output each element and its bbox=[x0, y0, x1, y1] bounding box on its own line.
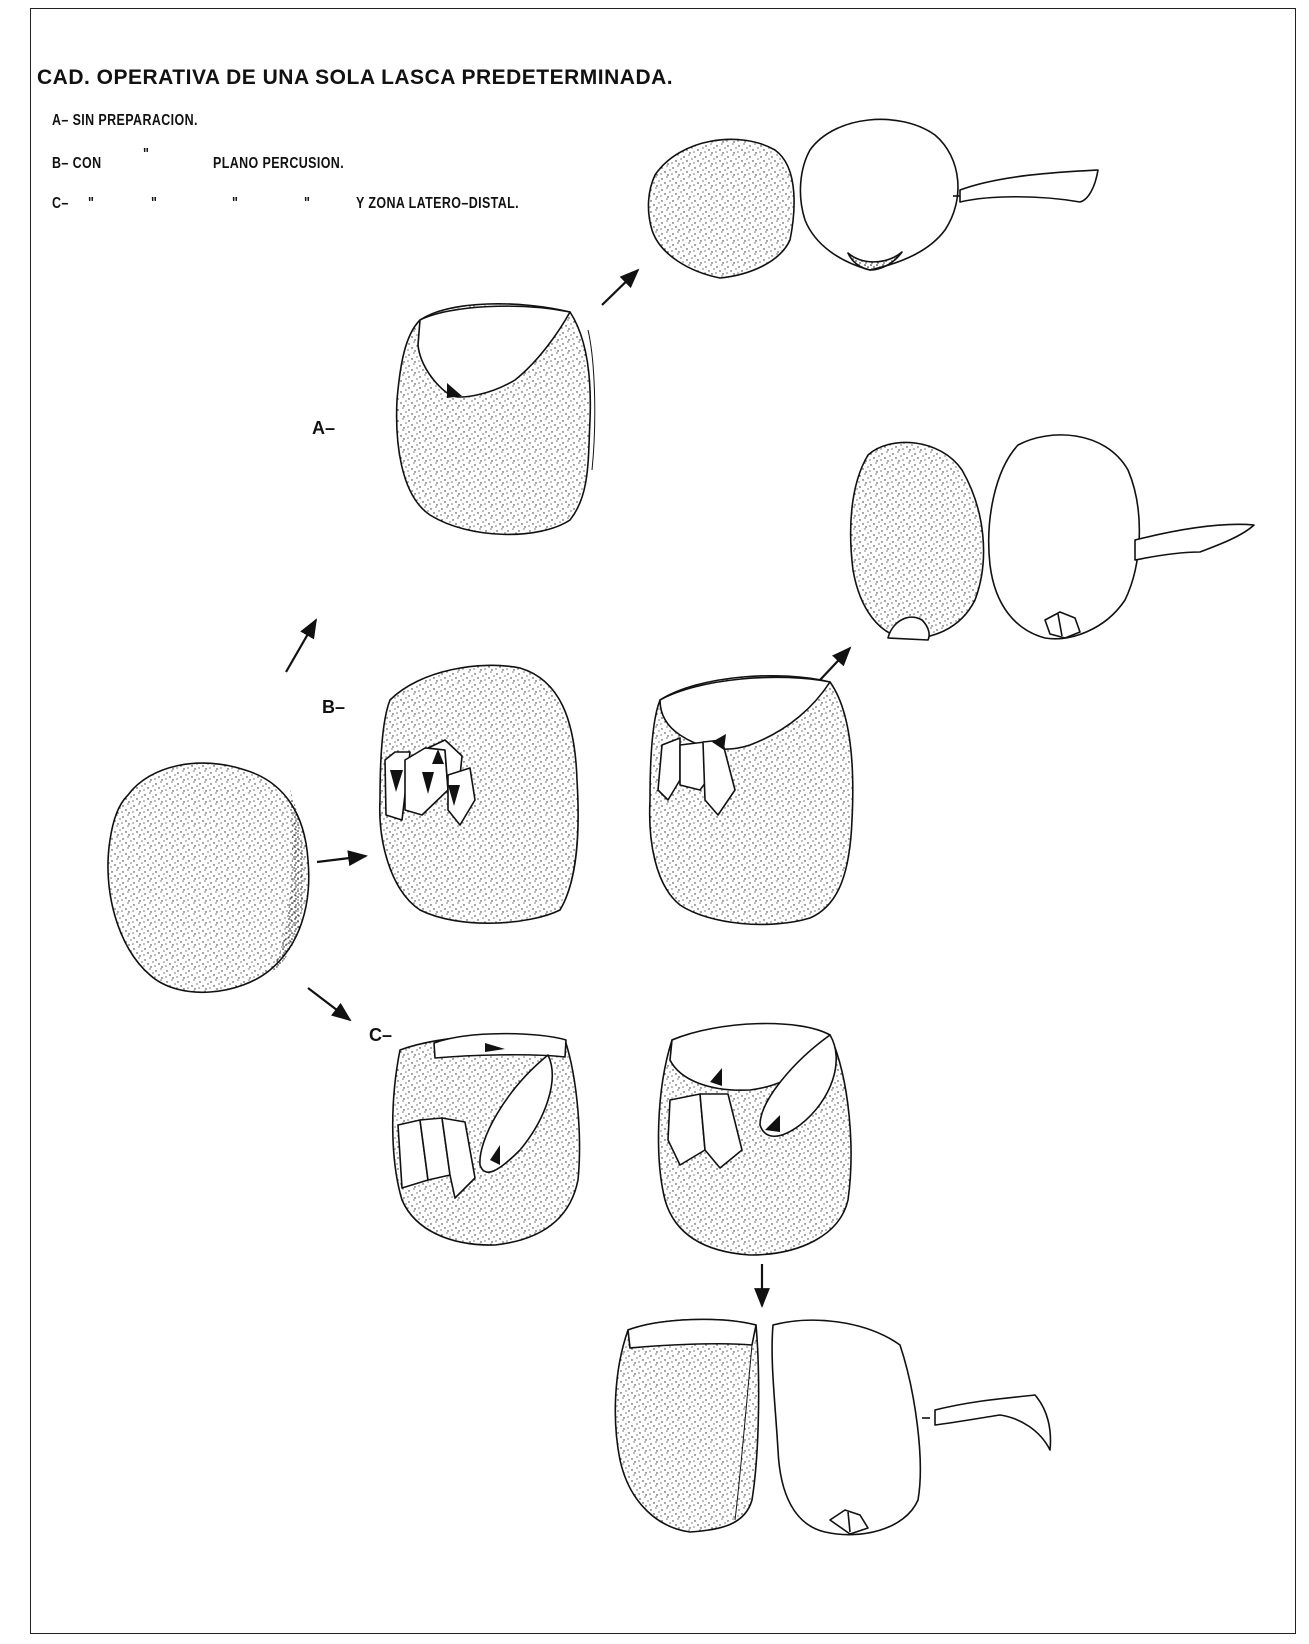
flake-a-profile bbox=[953, 170, 1098, 202]
arrow-to-a bbox=[286, 620, 316, 672]
arrow-to-c bbox=[308, 988, 350, 1020]
flake-b-ventral bbox=[989, 435, 1140, 639]
core-c2 bbox=[659, 1024, 851, 1255]
core-c1 bbox=[393, 1034, 580, 1245]
core-a bbox=[397, 304, 595, 535]
arrow-b-to-flake bbox=[820, 648, 850, 680]
core-b1 bbox=[380, 665, 578, 923]
arrow-a-to-flake bbox=[602, 270, 638, 305]
flake-b-dorsal bbox=[851, 442, 984, 640]
core-b2 bbox=[650, 676, 853, 925]
flake-c-profile bbox=[922, 1395, 1050, 1450]
flake-b-profile bbox=[1135, 524, 1254, 560]
flake-c-ventral bbox=[772, 1320, 920, 1534]
nodule-initial bbox=[108, 763, 309, 992]
flake-c-dorsal bbox=[615, 1319, 758, 1532]
flake-a-ventral bbox=[800, 119, 958, 270]
flake-a-dorsal bbox=[648, 139, 794, 278]
arrow-to-b bbox=[317, 856, 366, 862]
